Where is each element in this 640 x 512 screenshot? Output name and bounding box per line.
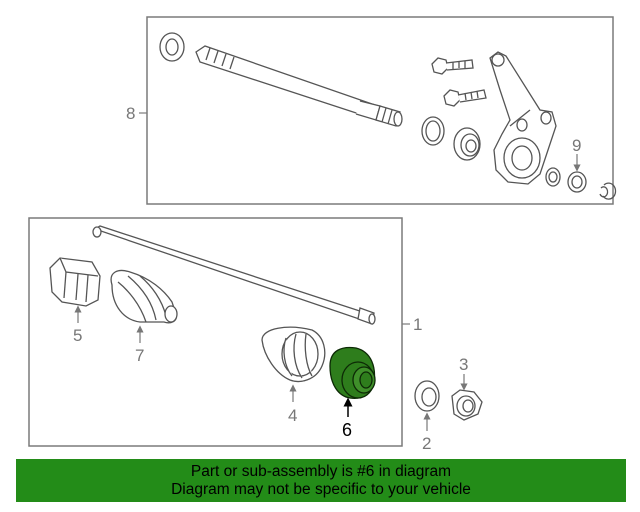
snap-ring xyxy=(421,116,445,146)
axle-shaft xyxy=(92,225,376,325)
callout-4: 4 xyxy=(288,406,297,425)
bolt-upper xyxy=(431,57,474,75)
washer xyxy=(545,167,561,187)
retaining-clip xyxy=(599,182,617,200)
seal-ring xyxy=(159,32,185,62)
assembly-box-8 xyxy=(146,16,614,205)
washer-part-2 xyxy=(414,380,440,412)
nut-part-3 xyxy=(451,389,483,421)
bearing-support-bracket xyxy=(489,51,557,185)
callout-7: 7 xyxy=(135,346,144,365)
banner-line-2: Diagram may not be specific to your vehi… xyxy=(171,480,471,498)
inner-boot xyxy=(110,269,178,324)
callout-2: 2 xyxy=(422,434,431,453)
damper-highlighted-part-6[interactable] xyxy=(329,346,376,400)
intermediate-shaft xyxy=(195,45,403,127)
callout-9: 9 xyxy=(572,136,581,155)
info-banner: Part or sub-assembly is #6 in diagram Di… xyxy=(16,459,626,502)
bolt-lower xyxy=(443,89,487,107)
callout-5: 5 xyxy=(73,326,82,345)
tripod-joint xyxy=(49,257,101,307)
banner-line-1: Part or sub-assembly is #6 in diagram xyxy=(190,462,452,480)
assembly-box-1 xyxy=(28,217,403,447)
bearing xyxy=(453,127,481,161)
callout-6: 6 xyxy=(342,420,352,440)
callout-3: 3 xyxy=(459,355,468,374)
callout-8: 8 xyxy=(126,104,135,123)
o-ring xyxy=(567,171,587,193)
callout-1: 1 xyxy=(413,315,422,334)
outer-boot xyxy=(261,326,326,383)
parts-diagram: 8 9 1 5 7 4 6 2 3 xyxy=(28,16,617,453)
